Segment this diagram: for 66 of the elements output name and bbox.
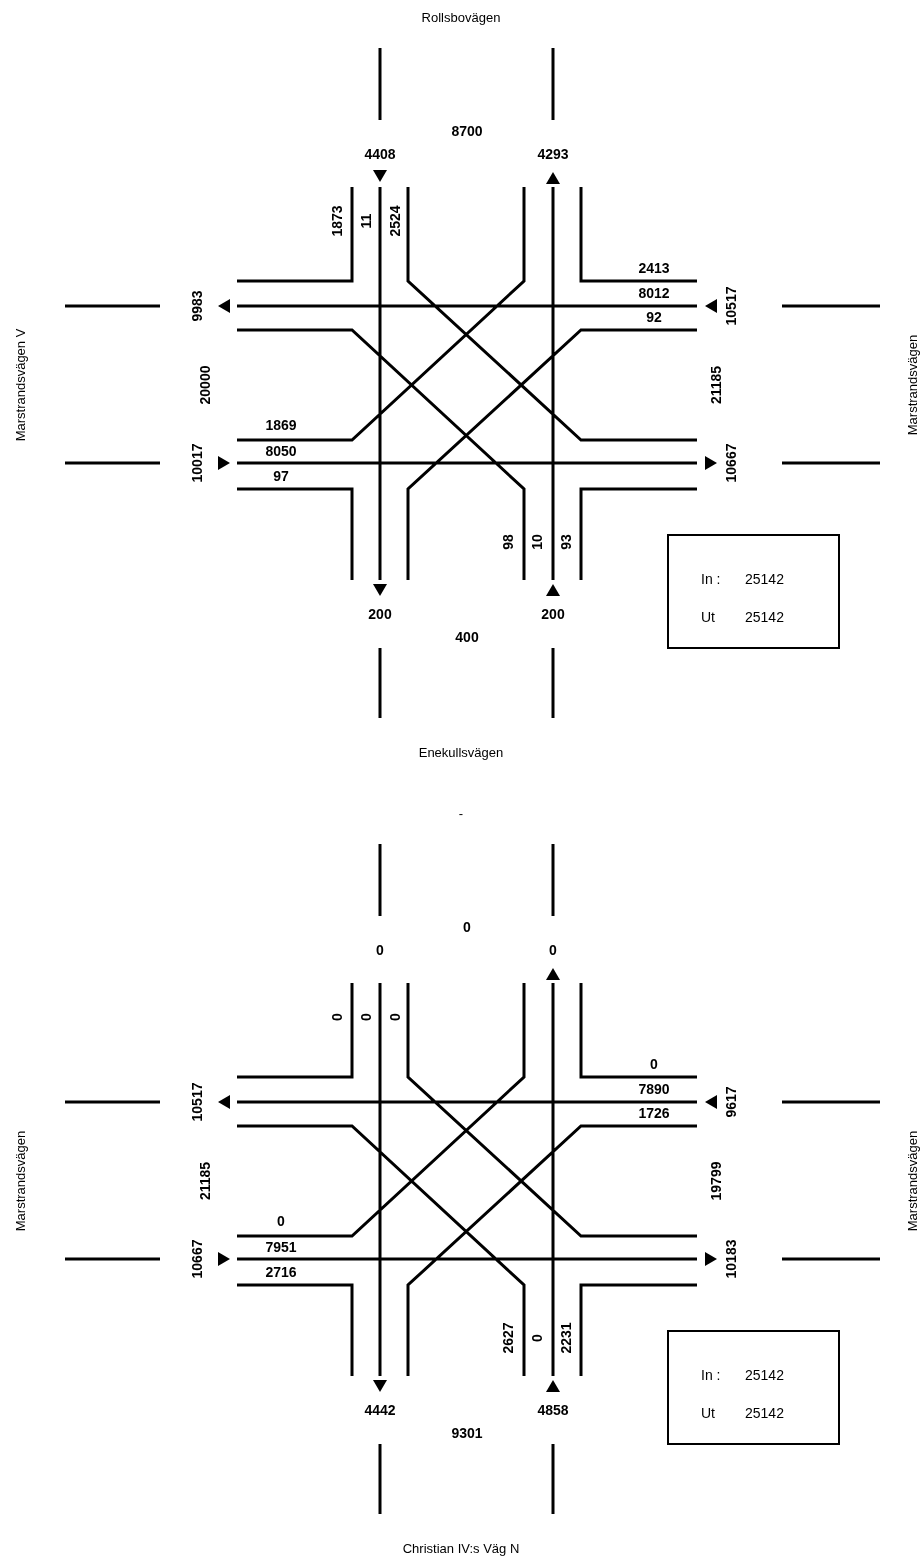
direction-label: Ut	[701, 610, 715, 624]
traffic-count: 10517	[724, 286, 738, 326]
total-value: 25142	[745, 610, 784, 624]
street-name: Marstrandsvägen	[905, 1130, 919, 1232]
traffic-count: 10667	[724, 443, 738, 483]
traffic-count: 1869	[265, 418, 297, 432]
traffic-count: 0	[549, 943, 557, 957]
traffic-count: 20000	[198, 365, 212, 405]
traffic-count: 4442	[364, 1403, 396, 1417]
traffic-count: 400	[455, 630, 479, 644]
traffic-count: 7890	[638, 1082, 670, 1096]
direction-label: In :	[701, 572, 721, 586]
traffic-count: 0	[277, 1214, 285, 1228]
total-value: 25142	[745, 1406, 784, 1420]
traffic-count: 10667	[190, 1239, 204, 1279]
traffic-count: 10	[530, 534, 544, 550]
traffic-count: 0	[463, 920, 471, 934]
traffic-count: 0	[330, 1013, 344, 1021]
traffic-count: 11	[359, 213, 373, 229]
traffic-count: 19799	[709, 1161, 723, 1201]
traffic-count: 93	[559, 534, 573, 550]
traffic-count: 10183	[724, 1239, 738, 1279]
traffic-count: 98	[501, 534, 515, 550]
street-name: -	[458, 806, 464, 820]
traffic-count: 2524	[388, 205, 402, 237]
summary-box	[667, 534, 840, 649]
traffic-count: 0	[388, 1013, 402, 1021]
traffic-count: 200	[541, 607, 565, 621]
traffic-count: 2231	[559, 1322, 573, 1354]
traffic-count: 1726	[638, 1106, 670, 1120]
traffic-count: 0	[376, 943, 384, 957]
traffic-count: 7951	[265, 1240, 297, 1254]
traffic-count: 10017	[190, 443, 204, 483]
street-name: Rollsbovägen	[421, 10, 501, 24]
total-value: 25142	[745, 572, 784, 586]
traffic-count: 8050	[265, 444, 297, 458]
traffic-count: 2716	[265, 1265, 297, 1279]
traffic-count: 9983	[190, 290, 204, 322]
traffic-count: 21185	[198, 1161, 212, 1201]
traffic-count: 0	[530, 1334, 544, 1342]
traffic-count: 1873	[330, 205, 344, 237]
street-name: Enekullsvägen	[418, 745, 504, 759]
street-name: Marstrandsvägen	[905, 334, 919, 436]
traffic-count: 4293	[537, 147, 569, 161]
traffic-count: 8012	[638, 286, 670, 300]
street-name: Marstrandsvägen	[13, 1130, 27, 1232]
traffic-count: 200	[368, 607, 392, 621]
direction-label: Ut	[701, 1406, 715, 1420]
traffic-count: 2627	[501, 1322, 515, 1354]
traffic-count: 0	[650, 1057, 658, 1071]
traffic-count: 21185	[709, 365, 723, 405]
traffic-count: 92	[646, 310, 662, 324]
traffic-count: 4408	[364, 147, 396, 161]
street-name: Marstrandsvägen V	[13, 328, 27, 442]
summary-box	[667, 1330, 840, 1445]
traffic-count: 8700	[451, 124, 483, 138]
traffic-count: 10517	[190, 1082, 204, 1122]
total-value: 25142	[745, 1368, 784, 1382]
traffic-count: 9301	[451, 1426, 483, 1440]
traffic-count: 4858	[537, 1403, 569, 1417]
direction-label: In :	[701, 1368, 721, 1382]
street-name: Christian IV:s Väg N	[402, 1541, 520, 1555]
traffic-count: 2413	[638, 261, 670, 275]
traffic-count: 0	[359, 1013, 373, 1021]
traffic-count: 97	[273, 469, 289, 483]
traffic-count: 9617	[724, 1086, 738, 1118]
